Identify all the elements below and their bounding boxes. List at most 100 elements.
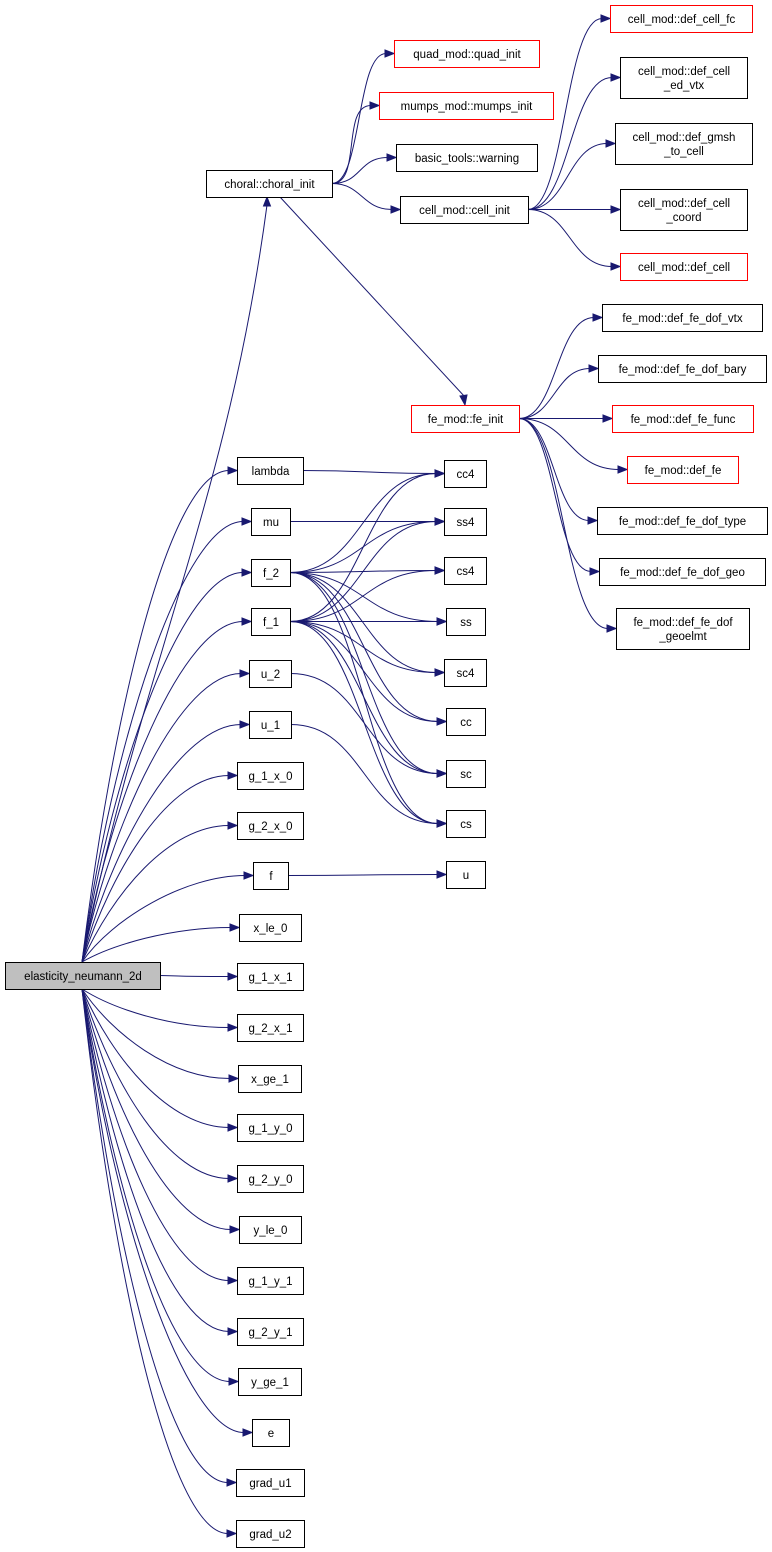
node-mumps-init[interactable]: mumps_mod::mumps_init [379, 92, 554, 120]
node-dof-bary[interactable]: fe_mod::def_fe_dof_bary [598, 355, 767, 383]
arrowhead [459, 394, 468, 407]
node-f[interactable]: f [253, 862, 289, 890]
edge-choral-init-to-quad-init [331, 53, 387, 184]
node-quad-init[interactable]: quad_mod::quad_init [394, 40, 540, 68]
node-root[interactable]: elasticity_neumann_2d [5, 962, 161, 990]
node-box [598, 355, 767, 383]
node-label: cc4 [457, 469, 476, 481]
edge-f-1-to-sc4 [289, 621, 437, 673]
node-e[interactable]: e [252, 1419, 290, 1447]
node-grad-u1[interactable]: grad_u1 [236, 1469, 305, 1497]
node-choral-init[interactable]: choral::choral_init [206, 170, 333, 198]
node-label: cell_mod::def_cell_fc [628, 14, 736, 26]
node-def-cell[interactable]: cell_mod::def_cell [620, 253, 748, 281]
arrowhead [227, 972, 239, 981]
node-label: fe_mod::def_fe_dof_type [619, 516, 746, 528]
node-g-1-x-0[interactable]: g_1_x_0 [237, 762, 304, 790]
edge-root-to-grad-u1 [81, 988, 229, 1483]
node-box [599, 558, 766, 586]
node-u-1[interactable]: u_1 [249, 711, 292, 739]
node-label: lambda [252, 466, 290, 478]
node-cell-init[interactable]: cell_mod::cell_init [400, 196, 529, 224]
node-g-2-y-0[interactable]: g_2_y_0 [237, 1165, 304, 1193]
edge-choral-init-to-cell-init [331, 183, 393, 210]
arrowhead [227, 771, 239, 780]
edge-f-2-to-sc4 [289, 572, 437, 673]
node-y-le-0[interactable]: y_le_0 [239, 1216, 302, 1244]
node-x-le-0[interactable]: x_le_0 [239, 914, 302, 942]
arrowhead [434, 517, 446, 526]
node-def-cell-coord[interactable]: cell_mod::def_cell_coord [620, 189, 748, 231]
edge-root-to-g-1-y-0 [81, 988, 230, 1128]
node-box [249, 660, 292, 688]
node-lambda[interactable]: lambda [237, 457, 304, 485]
node-f-2[interactable]: f_2 [251, 559, 291, 587]
arrowhead [589, 567, 601, 576]
node-u-2[interactable]: u_2 [249, 660, 292, 688]
node-label: _ed_vtx [663, 80, 705, 92]
node-ss4[interactable]: ss4 [444, 508, 487, 536]
node-cs4[interactable]: cs4 [444, 557, 487, 585]
node-box [444, 508, 487, 536]
node-sc4[interactable]: sc4 [444, 659, 487, 687]
node-g-2-x-0[interactable]: g_2_x_0 [237, 812, 304, 840]
node-cc[interactable]: cc [446, 708, 486, 736]
node-g-1-y-1[interactable]: g_1_y_1 [237, 1267, 304, 1295]
node-grad-u2[interactable]: grad_u2 [236, 1520, 305, 1548]
node-label: ss [460, 617, 472, 629]
node-box [610, 5, 753, 33]
node-label: cell_mod::def_cell [638, 66, 730, 78]
node-cc4[interactable]: cc4 [444, 460, 487, 488]
node-label: sc4 [457, 668, 476, 680]
edge-fe-init-to-def-fe [518, 418, 620, 470]
node-box [446, 708, 486, 736]
node-fe-init[interactable]: fe_mod::fe_init [411, 405, 520, 433]
node-dof-type[interactable]: fe_mod::def_fe_dof_type [597, 507, 768, 535]
node-box [239, 914, 302, 942]
node-label: e [268, 1428, 274, 1440]
node-dof-geoelmt[interactable]: fe_mod::def_fe_dof_geoelmt [616, 608, 750, 650]
arrowhead [436, 819, 448, 828]
node-g-1-x-1[interactable]: g_1_x_1 [237, 963, 304, 991]
node-u[interactable]: u [446, 861, 486, 889]
node-g-1-y-0[interactable]: g_1_y_0 [237, 1114, 304, 1142]
node-box [616, 608, 750, 650]
node-def-fe[interactable]: fe_mod::def_fe [627, 456, 739, 484]
node-dof-geo[interactable]: fe_mod::def_fe_dof_geo [599, 558, 766, 586]
node-mu[interactable]: mu [251, 508, 291, 536]
node-fe-func[interactable]: fe_mod::def_fe_func [612, 405, 754, 433]
node-label: _coord [665, 212, 701, 224]
node-label: f_2 [263, 568, 279, 580]
node-sc[interactable]: sc [446, 760, 486, 788]
node-g-2-x-1[interactable]: g_2_x_1 [237, 1014, 304, 1042]
node-f-1[interactable]: f_1 [251, 608, 291, 636]
edge-cell-init-to-def-gmsh-to-cell [527, 143, 608, 210]
node-label: _to_cell [663, 146, 704, 158]
node-def-gmsh-to-cell[interactable]: cell_mod::def_gmsh_to_cell [615, 123, 753, 165]
node-dof-vtx[interactable]: fe_mod::def_fe_dof_vtx [602, 304, 763, 332]
node-warning[interactable]: basic_tools::warning [396, 144, 538, 172]
node-ss[interactable]: ss [446, 608, 486, 636]
edge-root-to-y-le-0 [81, 988, 232, 1230]
edge-f-2-to-cc4 [289, 473, 437, 573]
node-label: grad_u2 [249, 1529, 291, 1541]
edge-root-to-f-1 [81, 621, 244, 963]
node-box [411, 405, 520, 433]
edge-u-1-to-cs [290, 724, 439, 824]
arrowhead [226, 1529, 238, 1538]
node-y-ge-1[interactable]: y_ge_1 [238, 1368, 302, 1396]
node-box [5, 962, 161, 990]
arrowhead [436, 617, 448, 626]
node-box [236, 1520, 305, 1548]
node-box [620, 57, 748, 99]
node-def-cell-ed-vtx[interactable]: cell_mod::def_cell_ed_vtx [620, 57, 748, 99]
node-def-cell-fc[interactable]: cell_mod::def_cell_fc [610, 5, 753, 33]
node-label: cell_mod::def_cell [638, 262, 730, 274]
node-label: x_le_0 [254, 923, 288, 935]
node-x-ge-1[interactable]: x_ge_1 [238, 1065, 302, 1093]
node-cs[interactable]: cs [446, 810, 486, 838]
node-label: _geoelmt [658, 631, 707, 643]
edge-fe-init-to-dof-geoelmt [518, 418, 609, 629]
node-g-2-y-1[interactable]: g_2_y_1 [237, 1318, 304, 1346]
node-box [236, 1469, 305, 1497]
